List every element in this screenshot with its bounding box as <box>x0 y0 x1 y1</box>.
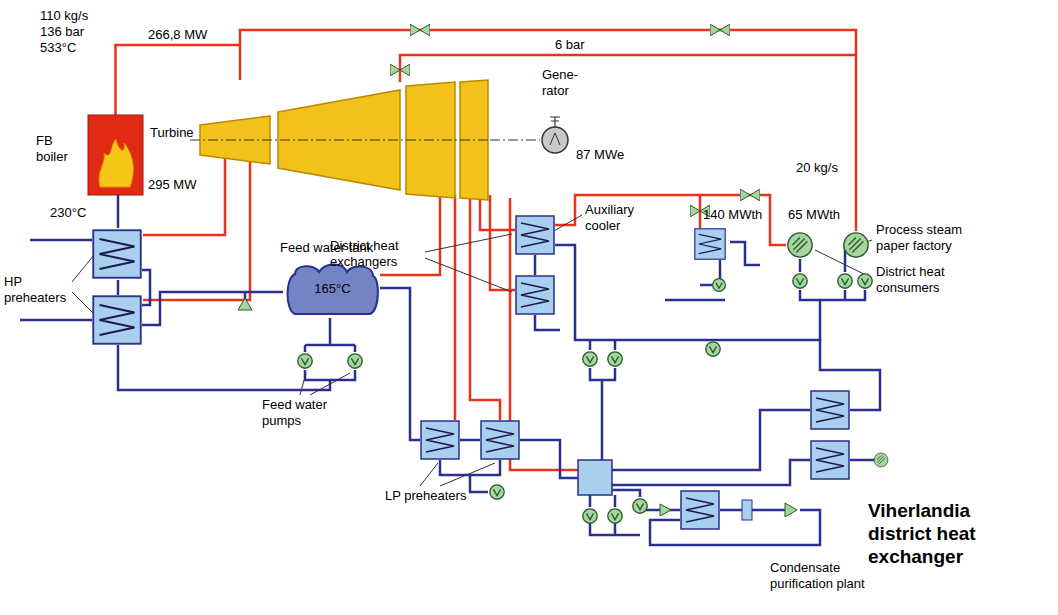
node-label: 295 MW <box>148 177 196 193</box>
annotation-label: 140 MWth <box>703 207 762 223</box>
steam-connector <box>116 45 241 115</box>
edge-label: 266,8 MW <box>146 27 209 43</box>
annotation-label: HP preheaters <box>4 274 70 305</box>
annotation-label: LP preheaters <box>385 488 466 504</box>
annotation-label: District heat consumers <box>876 264 976 295</box>
steam-connector <box>490 139 540 140</box>
generator: Gene- rator87 MWe <box>540 125 570 155</box>
annotation-label: Auxiliary cooler <box>585 202 651 233</box>
turbine: Turbine <box>200 80 490 200</box>
turbine-shape <box>200 80 490 200</box>
annotation-label: District heat exchangers <box>330 238 425 269</box>
annotation-label: 6 bar <box>555 37 585 53</box>
annotation-label: 136 bar <box>40 24 84 40</box>
node-label: 87 MWe <box>576 147 624 163</box>
generator-shape <box>540 125 570 155</box>
annotation-label: Feed water pumps <box>262 397 337 428</box>
boiler: FB boiler295 MW <box>88 115 143 195</box>
annotation-label: 533°C <box>40 40 76 56</box>
node-label: FB boiler <box>36 133 82 164</box>
boiler-shape <box>88 115 143 195</box>
annotation-label: Condensate purification plant <box>770 560 900 591</box>
annotation-label: 20 kg/s <box>796 160 838 176</box>
annotation-label: 230°C <box>50 205 86 221</box>
annotation-label: 110 kg/s <box>40 8 88 24</box>
feed-water-tank: Feed water tank165°C <box>285 262 380 318</box>
annotation-label: Process steam paper factory <box>876 222 991 253</box>
annotation-label: Viherlandia district heat exchanger <box>868 500 1018 568</box>
node-label: 165°C <box>285 281 380 297</box>
annotation-label: 65 MWth <box>788 207 840 223</box>
node-label: Turbine <box>150 125 194 141</box>
node-label: Gene- rator <box>542 67 584 98</box>
